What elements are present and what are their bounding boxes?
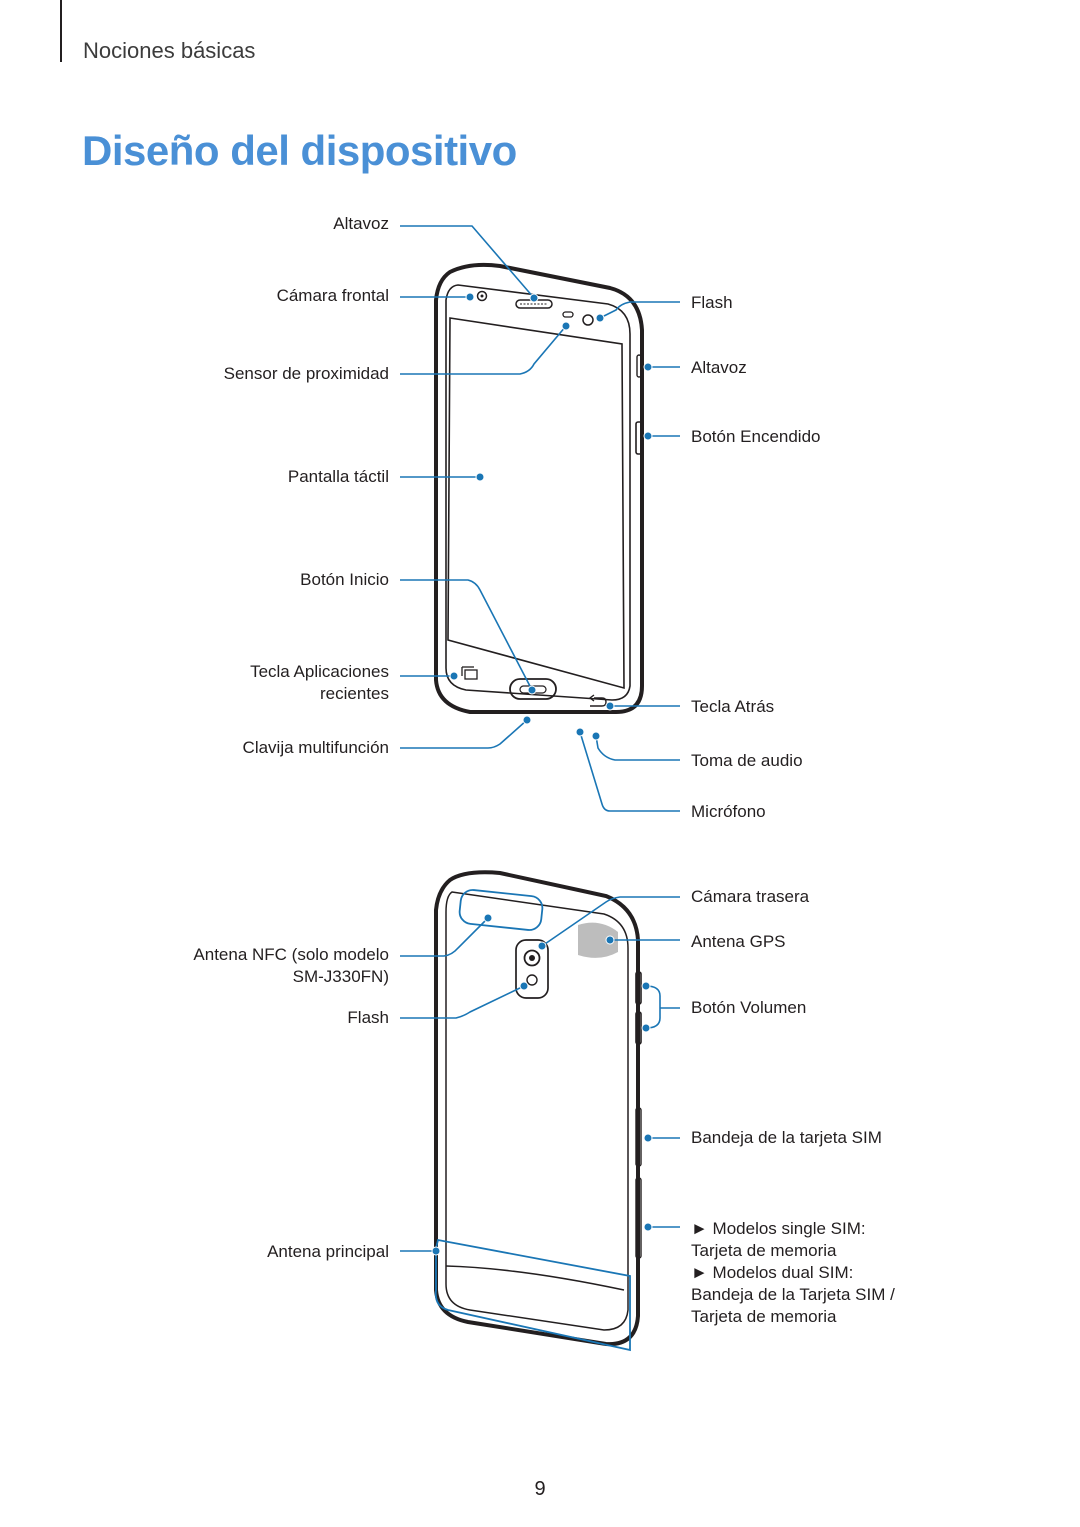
label-multipurpose-jack: Clavija multifunción xyxy=(242,738,389,757)
label-home-button: Botón Inicio xyxy=(300,570,389,589)
callout-lines xyxy=(400,225,680,1252)
section-heading: Nociones básicas xyxy=(83,38,256,63)
label-gps-antenna: Antena GPS xyxy=(691,932,786,951)
label-main-antenna: Antena principal xyxy=(267,1242,389,1261)
label-dual-sim-line2: Bandeja de la Tarjeta SIM / xyxy=(691,1285,895,1304)
page-number: 9 xyxy=(534,1478,546,1500)
label-dual-sim-line1: ► Modelos dual SIM: xyxy=(691,1263,854,1282)
label-power-button: Botón Encendido xyxy=(691,427,821,446)
label-nfc-antenna-line2: SM-J330FN) xyxy=(292,967,389,986)
label-single-sim-line2: Tarjeta de memoria xyxy=(691,1241,837,1260)
label-volume-button: Botón Volumen xyxy=(691,998,807,1017)
label-back-key: Tecla Atrás xyxy=(691,697,775,716)
label-touchscreen: Pantalla táctil xyxy=(287,467,389,486)
label-single-sim-line1: ► Modelos single SIM: xyxy=(691,1219,866,1238)
label-rear-flash: Flash xyxy=(347,1008,389,1027)
label-audio-jack: Toma de audio xyxy=(691,751,803,770)
label-microphone: Micrófono xyxy=(691,802,766,821)
label-front-camera: Cámara frontal xyxy=(276,286,389,305)
label-nfc-antenna-line1: Antena NFC (solo modelo xyxy=(193,945,389,964)
callout-dots xyxy=(431,292,653,1256)
back-phone-illustration xyxy=(434,870,642,1352)
label-proximity-sensor: Sensor de proximidad xyxy=(223,364,389,383)
label-recent-apps-line1: Tecla Aplicaciones xyxy=(250,662,389,681)
page-title: Diseño del dispositivo xyxy=(82,127,517,174)
label-rear-camera: Cámara trasera xyxy=(691,887,810,906)
label-front-speaker: Altavoz xyxy=(333,214,389,233)
header-rule xyxy=(60,0,62,62)
front-phone-illustration xyxy=(434,262,644,714)
label-side-speaker: Altavoz xyxy=(691,358,747,377)
label-recent-apps-line2: recientes xyxy=(320,684,389,703)
label-sim-tray: Bandeja de la tarjeta SIM xyxy=(691,1128,882,1147)
label-flash: Flash xyxy=(691,293,733,312)
label-dual-sim-line3: Tarjeta de memoria xyxy=(691,1307,837,1326)
